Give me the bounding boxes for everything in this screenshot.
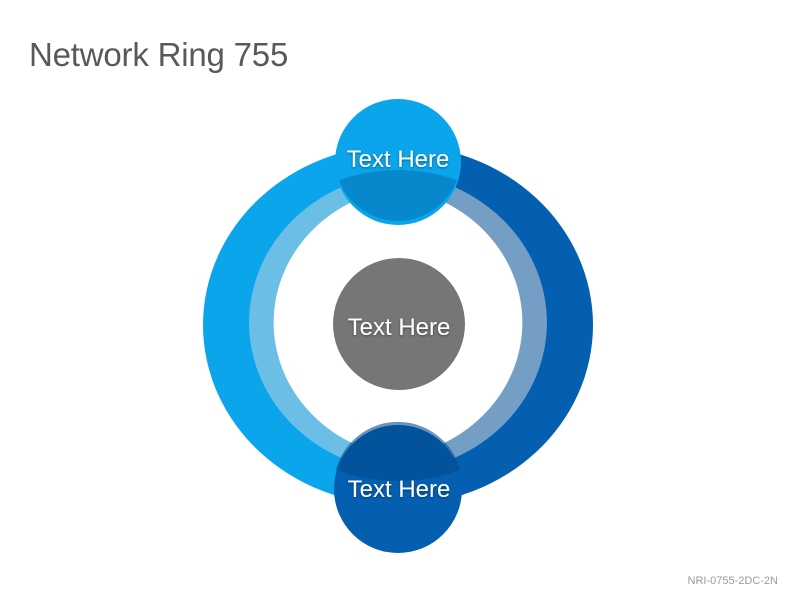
center-node-circle bbox=[333, 258, 465, 390]
center-node[interactable]: Text Here bbox=[333, 258, 465, 390]
ring-right-arc-inner-shade bbox=[398, 173, 547, 472]
bottom-node[interactable]: Text Here bbox=[334, 421, 462, 553]
bottom-node-label: Text Here bbox=[348, 476, 451, 503]
slide-title: Network Ring 755 bbox=[29, 36, 289, 73]
ring-left-arc bbox=[203, 145, 398, 505]
top-node-label: Text Here bbox=[347, 146, 450, 173]
ring-left-arc-inner-shade bbox=[249, 173, 398, 472]
footer-code: NRI-0755-2DC-2N bbox=[687, 575, 778, 587]
center-node-label: Text Here bbox=[348, 314, 451, 341]
bottom-node-overlap-shade bbox=[336, 421, 460, 482]
ring-right-arc bbox=[398, 145, 593, 505]
top-node[interactable]: Text Here bbox=[335, 99, 461, 225]
top-node-overlap-shade bbox=[339, 170, 457, 221]
